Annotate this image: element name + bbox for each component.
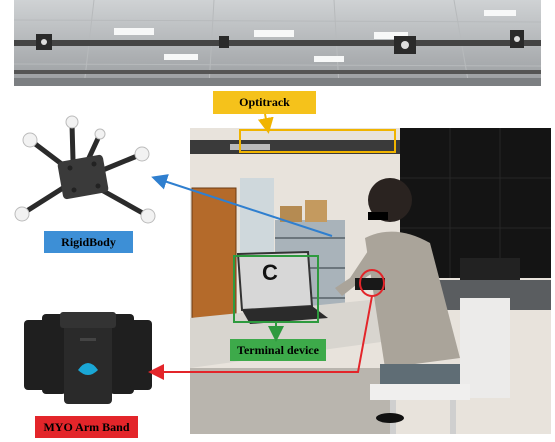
myo-arm-band-label: MYO Arm Band <box>35 416 138 438</box>
terminal-device-label: Terminal device <box>230 339 326 361</box>
rigidbody-label: RigidBody <box>44 231 133 253</box>
lab-scene-photo: C <box>190 128 551 434</box>
optitrack-label: Optitrack <box>213 91 316 114</box>
screen-letter: C <box>262 260 278 285</box>
myo-armband-image <box>20 308 156 408</box>
rigidbody-marker-image <box>8 110 158 228</box>
ceiling-camera-photo <box>14 0 541 86</box>
